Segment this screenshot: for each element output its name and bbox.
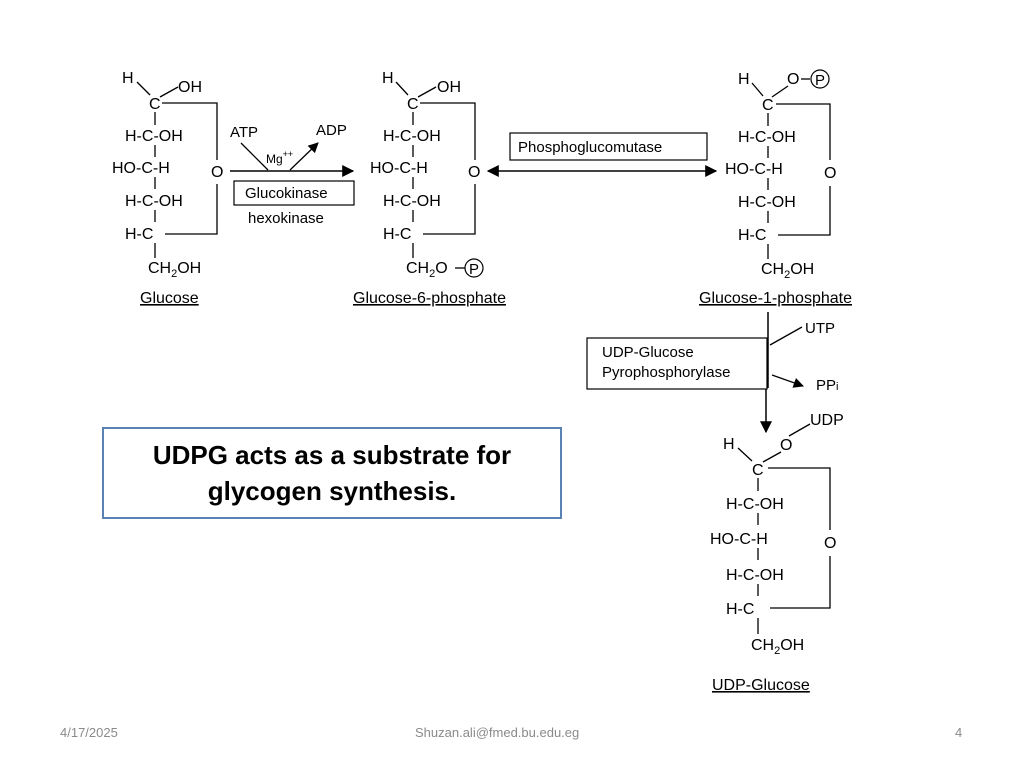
row-c3: HO-C-H <box>112 160 170 177</box>
atom-c1: C <box>407 96 419 113</box>
enzyme-box <box>509 132 708 161</box>
callout-line1: UDPG acts as a substrate for <box>152 440 512 470</box>
row-c2: H-C-OH <box>383 128 441 145</box>
glucose-1-phosphate-structure: H O P C H-C-OH HO-C-H H-C-OH H-C CH2OH O… <box>699 69 852 307</box>
row-c2: H-C-OH <box>738 129 796 146</box>
row-c5: H-C <box>125 226 153 243</box>
glucose-structure: H OH C H-C-OH HO-C-H H-C-OH H-C CH2OH O … <box>112 70 223 307</box>
phosphoglucomutase-label: Phosphoglucomutase <box>518 139 662 156</box>
phosphoglucomutase-reaction: Phosphoglucomutase <box>486 132 718 177</box>
atom-o: O <box>780 437 792 454</box>
enzyme-line1: UDP-Glucose <box>602 344 694 361</box>
ppi-label: PPi <box>816 377 838 394</box>
atom-h: H <box>738 71 750 88</box>
atom-oh: OH <box>437 79 461 96</box>
ch2oh-group: CH2OH <box>148 260 201 280</box>
atom-h: H <box>122 70 134 87</box>
row-c4: H-C-OH <box>738 194 796 211</box>
callout-line2: glycogen synthesis. <box>207 476 457 506</box>
udpg-callout-box: UDPG acts as a substrate for glycogen sy… <box>102 427 562 519</box>
atom-c1: C <box>149 96 161 113</box>
atom-oh: OH <box>178 79 202 96</box>
enzyme-line2: Pyrophosphorylase <box>602 364 730 381</box>
atom-o: O <box>787 71 799 88</box>
footer-email: Shuzan.ali@fmed.bu.edu.eg <box>415 725 580 740</box>
g6p-caption: Glucose-6-phosphate <box>353 290 506 307</box>
row-c5: H-C <box>383 226 411 243</box>
row-c4: H-C-OH <box>125 193 183 210</box>
atom-c1: C <box>762 97 774 114</box>
phosphate-p: P <box>815 72 825 89</box>
row-c5: H-C <box>738 227 766 244</box>
phosphate-circle <box>464 258 484 278</box>
footer-page-number: 4 <box>955 725 963 740</box>
ring-oxygen: O <box>824 165 836 182</box>
udp-glucose-structure: UDP O H C H-C-OH HO-C-H H-C-OH H-C CH2OH… <box>710 412 844 694</box>
glucose-6-phosphate-structure: H OH C H-C-OH HO-C-H H-C-OH H-C CH2O P O… <box>353 70 506 307</box>
ch2oh-group: CH2OH <box>751 637 804 657</box>
glucose-caption: Glucose <box>140 290 199 307</box>
ch2-o-p-group: CH2O <box>406 260 448 280</box>
phosphate-circle <box>810 69 830 89</box>
adp-label: ADP <box>316 122 347 139</box>
udpg-caption: UDP-Glucose <box>712 677 810 694</box>
ring-oxygen: O <box>468 164 480 181</box>
glucokinase-label: Glucokinase <box>245 185 328 202</box>
atom-c1: C <box>752 462 764 479</box>
atom-h: H <box>382 70 394 87</box>
g1p-caption: Glucose-1-phosphate <box>699 290 852 307</box>
row-c4: H-C-OH <box>383 193 441 210</box>
hexokinase-reaction: ATP ADP Mg++ Glucokinase hexokinase <box>230 122 355 227</box>
ring-oxygen: O <box>824 535 836 552</box>
row-c3: HO-C-H <box>725 161 783 178</box>
enzyme-box <box>586 337 768 390</box>
hexokinase-label: hexokinase <box>248 210 324 227</box>
atom-h: H <box>723 436 735 453</box>
row-c2: H-C-OH <box>726 496 784 513</box>
enzyme-box <box>233 180 355 206</box>
ch2oh-group: CH2OH <box>761 261 814 281</box>
row-c3: HO-C-H <box>710 531 768 548</box>
footer-date: 4/17/2025 <box>60 725 118 740</box>
udp-glucose-pyrophosphorylase-reaction: UTP PPi UDP-Glucose Pyrophosphorylase <box>586 312 838 434</box>
udp-label: UDP <box>810 412 844 429</box>
utp-label: UTP <box>805 320 835 337</box>
ring-oxygen: O <box>211 164 223 181</box>
mg-cofactor: Mg++ <box>266 149 293 166</box>
row-c2: H-C-OH <box>125 128 183 145</box>
row-c5: H-C <box>726 601 754 618</box>
row-c4: H-C-OH <box>726 567 784 584</box>
row-c3: HO-C-H <box>370 160 428 177</box>
phosphate-p: P <box>469 261 479 278</box>
atp-label: ATP <box>230 124 258 141</box>
